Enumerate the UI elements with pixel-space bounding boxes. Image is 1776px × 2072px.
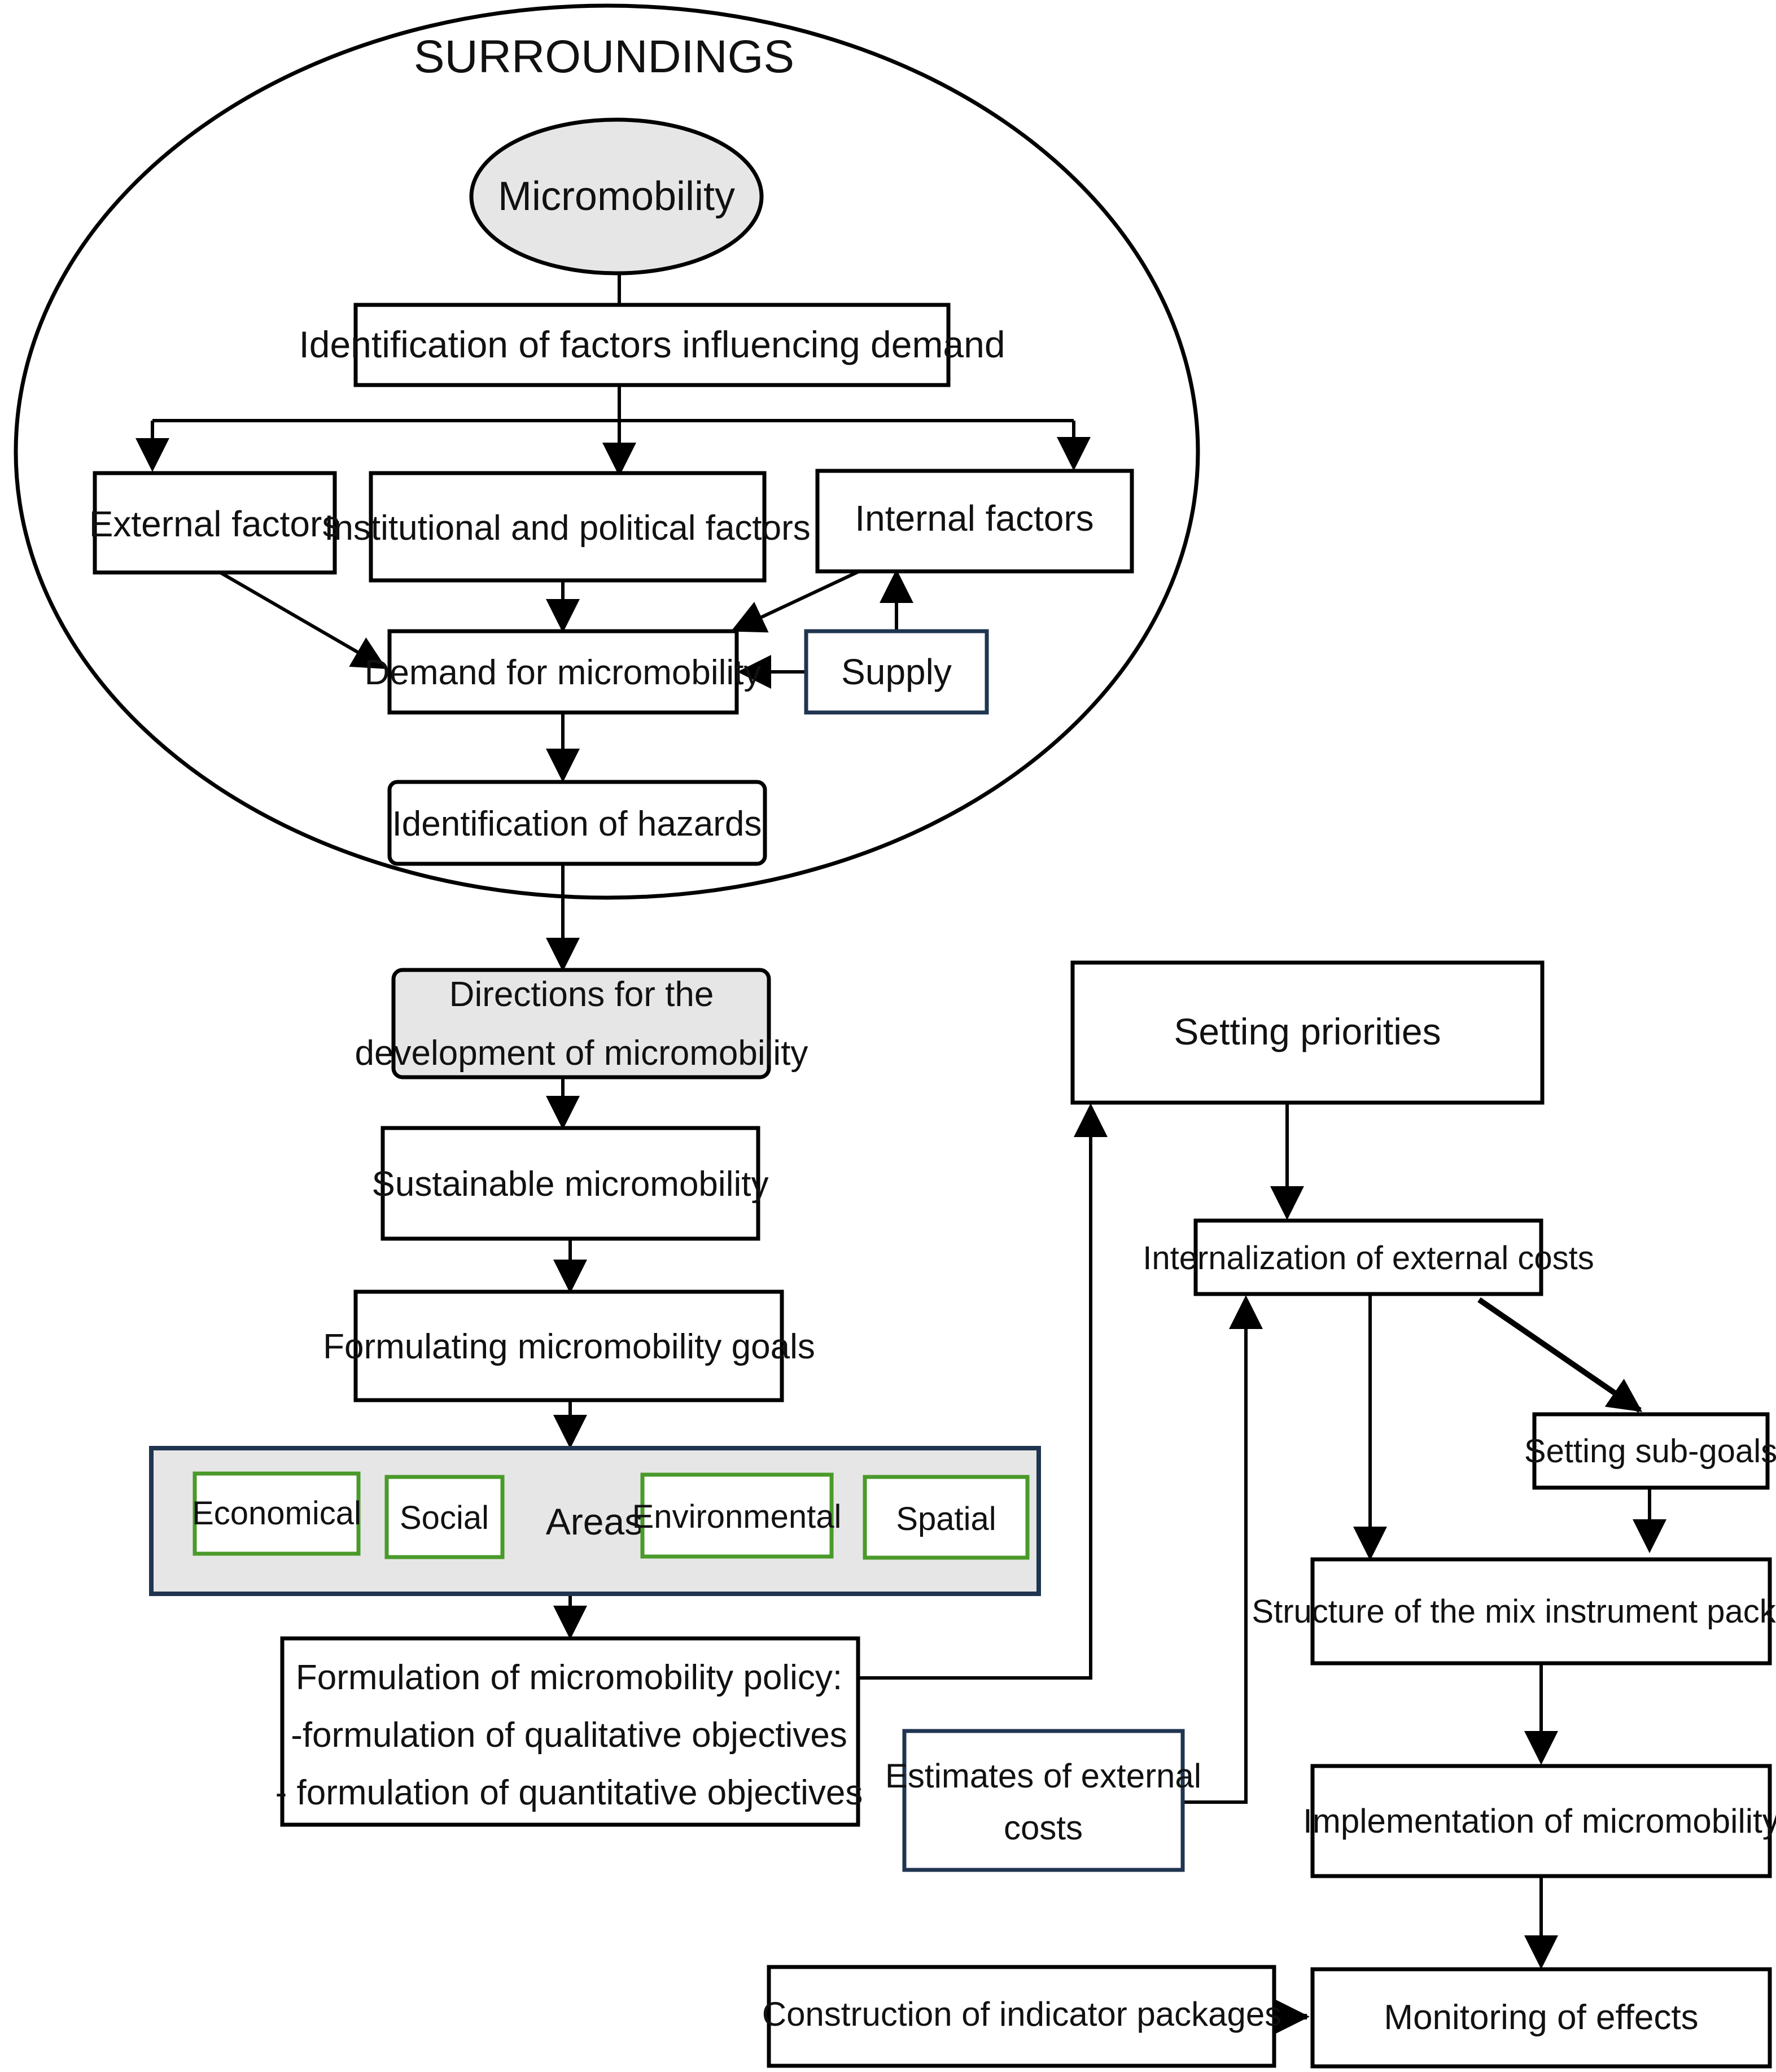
node-priorities: Setting priorities [1070, 960, 1545, 1105]
area-economical-label: Economical [192, 1495, 361, 1532]
node-policy-label-line2: -formulation of qualitative objectives [291, 1716, 847, 1755]
node-sustainable-label: Sustainable micromobility [372, 1165, 769, 1204]
node-indicators-label: Construction of indicator packages [762, 1995, 1282, 2033]
node-subgoals: Setting sub-goals [1524, 1412, 1776, 1490]
node-structure-label: Structure of the mix instrument package [1252, 1593, 1776, 1630]
node-micromobility-label: Micromobility [498, 174, 735, 219]
node-internal-factors-label: Internal factors [855, 498, 1093, 539]
areas-label: Areas [546, 1501, 643, 1542]
node-hazards-label: Identification of hazards [392, 805, 762, 843]
area-social: Social [384, 1475, 505, 1559]
node-directions: Directions for the development of microm… [355, 968, 808, 1079]
node-internalization: Internalization of external costs [1143, 1218, 1594, 1296]
node-internal-factors: Internal factors [815, 469, 1134, 574]
surroundings-ellipse [14, 3, 1200, 900]
node-internalization-label: Internalization of external costs [1143, 1240, 1594, 1277]
node-policy-label-line1: Formulation of micromobility policy: [296, 1658, 842, 1697]
node-structure: Structure of the mix instrument package [1252, 1557, 1776, 1666]
node-estimates: Estimates of external costs [885, 1729, 1201, 1872]
node-demand-label: Demand for micromobility [365, 653, 762, 692]
node-goals-label: Formulating micromobility goals [323, 1327, 815, 1366]
node-supply-label: Supply [841, 652, 952, 692]
node-external-factors: External factors [89, 471, 340, 575]
node-estimates-label-line1: Estimates of external [885, 1757, 1201, 1795]
area-environmental: Environmental [632, 1472, 842, 1559]
area-spatial-label: Spatial [896, 1501, 996, 1537]
node-supply: Supply [804, 629, 989, 715]
node-subgoals-label: Setting sub-goals [1524, 1433, 1776, 1470]
node-institutional-factors-label: Institutional and political factors [324, 509, 811, 548]
node-goals: Formulating micromobility goals [323, 1289, 815, 1402]
area-economical: Economical [192, 1471, 361, 1556]
node-external-factors-label: External factors [89, 504, 340, 544]
edge-internalization-subgoals [1477, 1297, 1643, 1413]
node-identification-factors-label: Identification of factors influencing de… [299, 324, 1005, 365]
node-institutional-factors: Institutional and political factors [324, 471, 811, 583]
node-sustainable: Sustainable micromobility [372, 1126, 769, 1241]
node-estimates-label-line2: costs [1004, 1809, 1083, 1847]
area-spatial: Spatial [863, 1475, 1030, 1560]
edge-policy-priorities [858, 1103, 1108, 1680]
node-implementation-label: Implementation of micromobility [1303, 1802, 1776, 1840]
node-directions-label-line1: Directions for the [449, 975, 714, 1014]
edge-internal-demand [730, 570, 860, 633]
node-identification-factors: Identification of factors influencing de… [299, 303, 1005, 387]
node-micromobility: Micromobility [469, 117, 764, 276]
area-social-label: Social [400, 1500, 489, 1536]
areas-band: Economical Social Areas Environmental Sp… [149, 1446, 1041, 1596]
node-hazards: Identification of hazards [387, 780, 767, 866]
node-monitoring: Monitoring of effects [1310, 1967, 1772, 2069]
node-priorities-label: Setting priorities [1174, 1011, 1441, 1052]
node-policy: Formulation of micromobility policy: -fo… [275, 1636, 863, 1827]
area-environmental-label: Environmental [632, 1498, 842, 1535]
surroundings-title: SURROUNDINGS [414, 31, 794, 82]
node-policy-label-line3: - formulation of quantitative objectives [275, 1773, 863, 1812]
node-demand: Demand for micromobility [365, 629, 762, 715]
edge-estimates-internalization [1183, 1295, 1263, 1804]
node-indicators: Construction of indicator packages [762, 1965, 1282, 2068]
node-directions-label-line2: development of micromobility [355, 1034, 808, 1073]
node-implementation: Implementation of micromobility [1303, 1764, 1776, 1878]
node-monitoring-label: Monitoring of effects [1384, 1998, 1698, 2037]
edge-external-demand [219, 571, 387, 670]
